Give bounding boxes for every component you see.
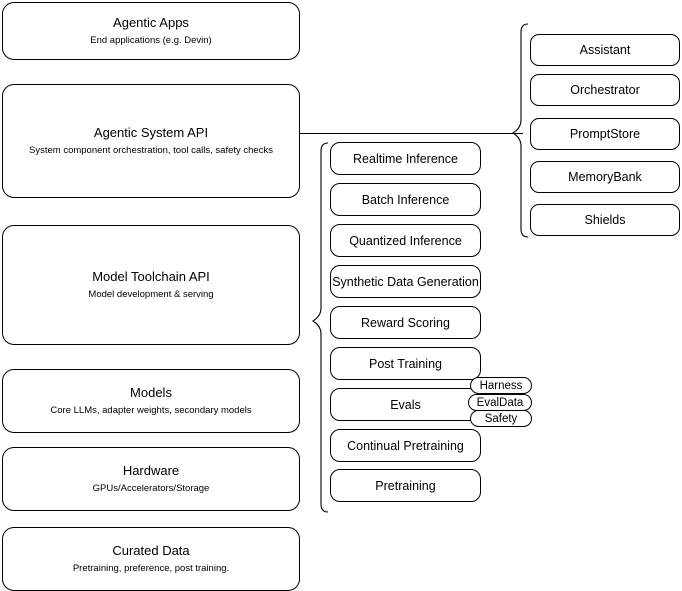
pill-label: EvalData (476, 396, 524, 409)
component-label: Orchestrator (570, 83, 640, 97)
layer-box-curated-data[interactable]: Curated Data Pretraining, preference, po… (2, 527, 300, 591)
capability-box-quantized-inference[interactable]: Quantized Inference (330, 224, 481, 257)
component-label: PromptStore (569, 127, 641, 141)
component-box-promptstore[interactable]: PromptStore (530, 118, 680, 150)
layer-subtitle: Model development & serving (88, 289, 214, 300)
brace-toolchain-capabilities (311, 142, 329, 513)
layer-subtitle: System component orchestration, tool cal… (29, 145, 273, 156)
capability-box-evals[interactable]: Evals (330, 388, 481, 421)
capability-label: Evals (390, 397, 421, 412)
layer-box-models[interactable]: Models Core LLMs, adapter weights, secon… (2, 369, 300, 433)
pill-label: Safety (484, 412, 518, 425)
capability-box-batch-inference[interactable]: Batch Inference (330, 183, 481, 216)
capability-label: Post Training (369, 356, 442, 371)
evals-pill-harness[interactable]: Harness (470, 377, 532, 394)
capability-label: Synthetic Data Generation (332, 274, 479, 289)
connector-line-system-api-to-components (300, 133, 523, 134)
layer-box-agentic-apps[interactable]: Agentic Apps End applications (e.g. Devi… (2, 2, 300, 60)
component-label: MemoryBank (568, 170, 642, 184)
capability-label: Continual Pretraining (347, 438, 464, 453)
pill-label: Harness (479, 379, 523, 392)
capability-box-synthetic-data-generation[interactable]: Synthetic Data Generation (330, 265, 481, 298)
capability-label: Reward Scoring (361, 315, 450, 330)
layer-box-agentic-system-api[interactable]: Agentic System API System component orch… (2, 84, 300, 198)
layer-title: Model Toolchain API (92, 269, 210, 284)
component-label: Shields (584, 213, 626, 227)
layer-subtitle: GPUs/Accelerators/Storage (92, 483, 210, 494)
evals-pill-evaldata[interactable]: EvalData (468, 394, 532, 411)
evals-pill-safety[interactable]: Safety (470, 410, 532, 427)
layer-title: Models (130, 385, 172, 400)
component-box-orchestrator[interactable]: Orchestrator (530, 74, 680, 106)
layer-title: Agentic System API (93, 125, 209, 140)
capability-label: Quantized Inference (349, 233, 462, 248)
component-box-memorybank[interactable]: MemoryBank (530, 161, 680, 193)
component-label: Assistant (579, 43, 631, 57)
capability-box-post-training[interactable]: Post Training (330, 347, 481, 380)
capability-box-continual-pretraining[interactable]: Continual Pretraining (330, 429, 481, 462)
layer-title: Curated Data (112, 543, 190, 558)
capability-box-realtime-inference[interactable]: Realtime Inference (330, 142, 481, 175)
capability-box-reward-scoring[interactable]: Reward Scoring (330, 306, 481, 339)
capability-box-pretraining[interactable]: Pretraining (330, 469, 481, 502)
layer-box-hardware[interactable]: Hardware GPUs/Accelerators/Storage (2, 447, 300, 511)
layer-title: Agentic Apps (113, 15, 189, 30)
brace-system-components (511, 23, 529, 238)
capability-label: Realtime Inference (353, 151, 458, 166)
component-box-shields[interactable]: Shields (530, 204, 680, 236)
capability-label: Pretraining (375, 478, 436, 493)
layer-subtitle: Core LLMs, adapter weights, secondary mo… (50, 405, 252, 416)
capability-label: Batch Inference (361, 192, 450, 207)
layer-subtitle: Pretraining, preference, post training. (72, 563, 230, 574)
layer-title: Hardware (122, 463, 180, 478)
layer-box-model-toolchain-api[interactable]: Model Toolchain API Model development & … (2, 225, 300, 345)
layer-subtitle: End applications (e.g. Devin) (90, 35, 212, 46)
component-box-assistant[interactable]: Assistant (530, 34, 680, 66)
